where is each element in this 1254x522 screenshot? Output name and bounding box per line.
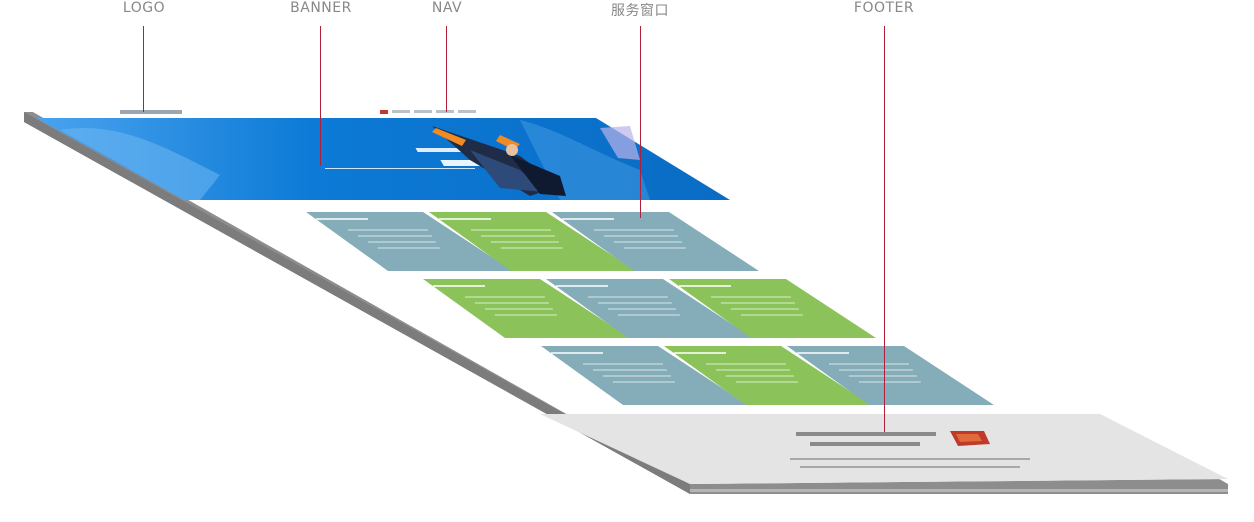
business-figure-image xyxy=(432,126,566,196)
footer-text-line xyxy=(790,458,1030,460)
callout-logo-line xyxy=(143,26,144,112)
nav-item xyxy=(458,110,476,113)
logo-mark xyxy=(120,110,182,114)
callout-footer-label: FOOTER xyxy=(853,0,915,16)
nav-item xyxy=(436,110,454,113)
callout-service-line xyxy=(640,26,641,218)
callout-banner-line xyxy=(320,26,321,166)
nav-item xyxy=(414,110,432,113)
footer-text-line xyxy=(810,442,920,446)
service-card xyxy=(429,212,636,271)
service-card xyxy=(669,279,876,338)
banner-divider xyxy=(325,168,475,169)
nav-active-item xyxy=(380,110,388,114)
callout-footer-line xyxy=(884,26,885,432)
callout-nav-label: NAV xyxy=(431,0,463,16)
service-card xyxy=(664,346,871,405)
nav-item xyxy=(392,110,410,113)
service-card xyxy=(787,346,994,405)
service-card xyxy=(541,346,748,405)
service-card xyxy=(552,212,759,271)
callout-service-label: 服务窗口 xyxy=(611,3,669,19)
service-cards xyxy=(306,212,994,405)
footer-text-line xyxy=(800,466,1020,468)
callout-nav-line xyxy=(446,26,447,112)
service-card xyxy=(306,212,513,271)
banner xyxy=(36,118,730,200)
callout-logo-label: LOGO xyxy=(122,0,166,16)
callout-banner-label: BANNER xyxy=(290,0,352,16)
banner-headline xyxy=(415,148,468,152)
header-strip xyxy=(120,110,476,114)
service-card xyxy=(546,279,753,338)
footer xyxy=(540,414,1228,484)
service-card xyxy=(423,279,630,338)
footer-text-line xyxy=(796,432,936,436)
